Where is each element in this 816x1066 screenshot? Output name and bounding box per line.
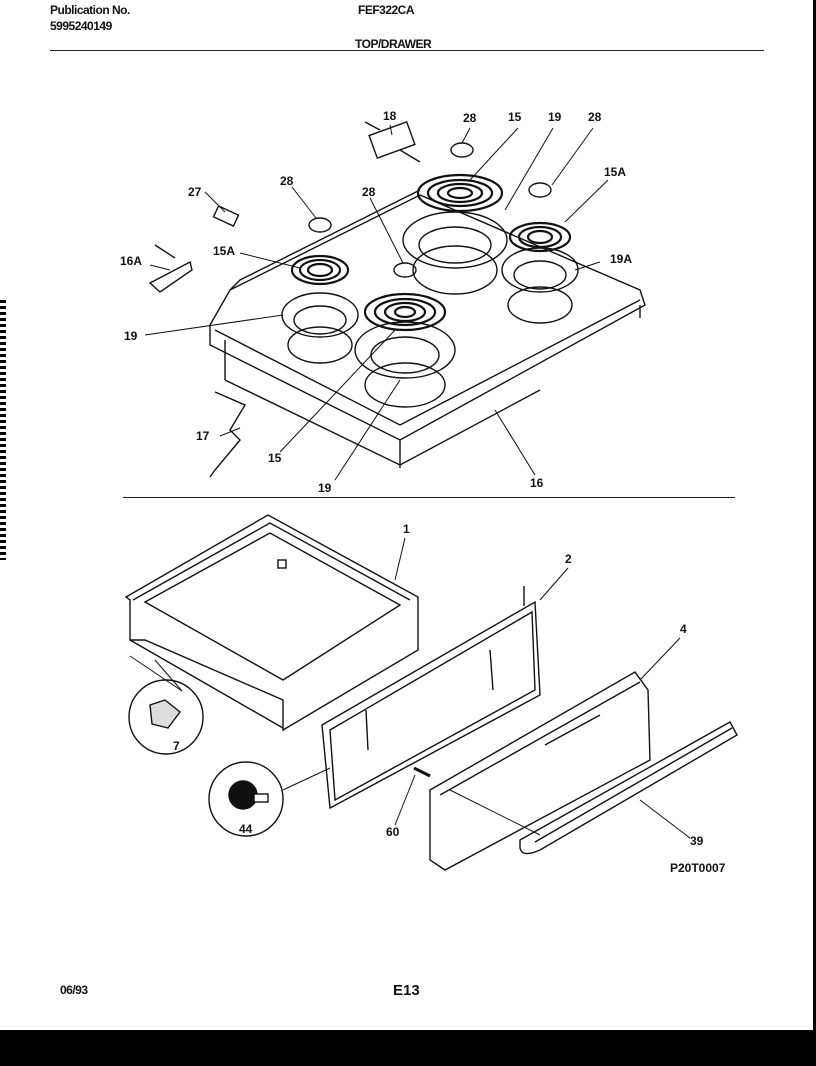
drawer-panel-2	[321, 600, 541, 810]
callout-18: 18	[383, 109, 397, 123]
figure-code: P20T0007	[670, 861, 726, 875]
callout-28-mid: 28	[362, 185, 376, 199]
scan-edge-right	[813, 0, 816, 1030]
receptacle-18	[368, 120, 416, 160]
footer-date: 06/93	[60, 983, 88, 997]
callout-16A: 16A	[120, 254, 143, 268]
callout-60: 60	[386, 825, 400, 839]
callout-15A-left: 15A	[213, 244, 236, 258]
callout-17: 17	[196, 429, 210, 443]
callout-16: 16	[530, 476, 544, 490]
callout-19-bottom: 19	[318, 481, 332, 495]
header-rule	[50, 50, 764, 51]
terminal-block-27	[212, 204, 240, 228]
callout-19-top: 19	[548, 110, 562, 124]
bracket-16A	[148, 260, 193, 293]
cooktop-front-edge	[214, 299, 641, 426]
callout-28-left: 28	[280, 174, 294, 188]
callout-15A-right: 15A	[604, 165, 627, 179]
wire-17	[209, 391, 247, 478]
callout-1: 1	[403, 522, 410, 536]
trim-ring-mid	[393, 262, 417, 278]
section-title: TOP/DRAWER	[355, 37, 432, 51]
callout-28-top: 28	[463, 111, 477, 125]
drawer-assembly	[124, 514, 738, 871]
callout-27: 27	[188, 185, 202, 199]
callout-28-right: 28	[588, 110, 602, 124]
trim-ring-left	[308, 217, 332, 233]
callout-44: 44	[239, 822, 253, 836]
callout-19A: 19A	[610, 252, 633, 266]
callout-7: 7	[173, 739, 180, 753]
callout-15-top: 15	[508, 110, 522, 124]
surface-elements	[290, 173, 572, 332]
scan-bottom-band	[0, 1030, 816, 1066]
publication-number: 5995240149	[50, 19, 112, 33]
drip-pan-right-rear	[402, 211, 508, 269]
section-divider	[123, 497, 735, 498]
trim-ring-right	[528, 182, 552, 198]
footer-page-number: E13	[393, 982, 420, 999]
drawer-front-4	[429, 671, 651, 871]
inset-44	[208, 761, 284, 837]
callout-39: 39	[690, 834, 704, 848]
drawer-body-1	[124, 514, 419, 732]
callout-19-left: 19	[124, 329, 138, 343]
scan-edge-left	[0, 300, 6, 560]
callout-2: 2	[565, 552, 572, 566]
callout-4: 4	[680, 622, 687, 636]
cooktop-assembly	[144, 120, 646, 481]
publication-label: Publication No.	[50, 3, 130, 17]
model-number: FEF322CA	[358, 3, 415, 17]
trim-ring-top	[450, 142, 474, 158]
callout-15-bottom: 15	[268, 451, 282, 465]
screw-60	[413, 766, 431, 778]
